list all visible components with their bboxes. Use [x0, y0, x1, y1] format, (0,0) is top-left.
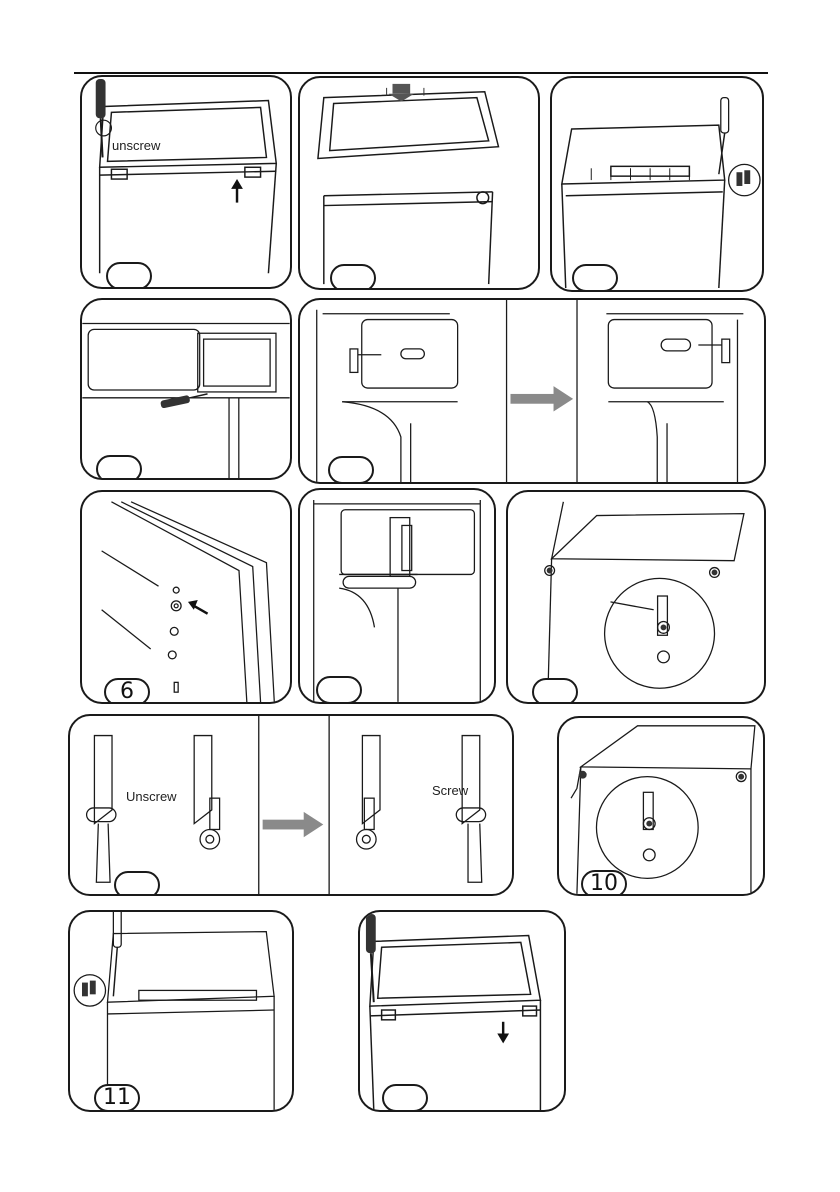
up-arrow-icon: [231, 179, 243, 203]
step-2-panel: [298, 76, 540, 290]
down-arrow-icon: [497, 1022, 509, 1044]
step-1-panel: unscrew: [80, 75, 292, 289]
lift-top-cover-illustration: [300, 78, 538, 288]
step-1-number: [106, 262, 152, 289]
hinge-pin-icon: [547, 568, 718, 631]
step-2-number: [330, 264, 376, 290]
door-side-plugs-illustration: [82, 492, 290, 702]
door-hinge-removal-illustration: [82, 300, 290, 478]
step-11-number: 11: [94, 1084, 140, 1112]
step-12-number: [382, 1084, 428, 1112]
reinstall-hinge-screw-illustration: [70, 912, 292, 1110]
step-6-panel: 6: [80, 490, 292, 704]
screwdriver-icon: [113, 912, 121, 996]
fridge-top-unscrew-illustration: [82, 77, 290, 287]
screw-wrench-label: Screw: [432, 783, 468, 798]
step-8-panel: [506, 490, 766, 704]
lift-arrows-icon: [387, 84, 424, 102]
step-5-number: [328, 456, 374, 484]
screwdriver-icon: [160, 394, 207, 409]
step-6-number: 6: [104, 678, 150, 704]
hinge-detail-icon: [729, 164, 760, 195]
remove-hinge-screw-illustration: [552, 78, 762, 290]
step-8-number: [532, 678, 578, 704]
install-hinge-other-side-illustration: [559, 718, 763, 894]
right-arrow-icon: [263, 812, 324, 837]
refit-top-cover-illustration: [360, 912, 564, 1110]
step-9-number: [114, 871, 160, 896]
step-4-number: [96, 455, 142, 480]
handle-swap-illustration: [300, 490, 494, 702]
step-11-panel: 11: [68, 910, 294, 1112]
move-handle-illustration: [300, 300, 764, 482]
step-7-number: [316, 676, 362, 704]
hinge-detail-icon: [74, 975, 105, 1006]
top-rule: [74, 72, 768, 74]
step-5-panel: [298, 298, 766, 484]
step-7-panel: [298, 488, 496, 704]
step-10-panel: 10: [557, 716, 765, 896]
bottom-hinge-detail-illustration: [508, 492, 764, 702]
right-arrow-icon: [510, 386, 573, 411]
step-3-number: [572, 264, 618, 292]
step-3-panel: [550, 76, 764, 292]
step-4-panel: [80, 298, 292, 480]
unscrew-wrench-label: Unscrew: [126, 789, 177, 804]
hinge-pin-swap-illustration: [70, 716, 512, 894]
pointer-arrow-icon: [188, 600, 208, 614]
step-12-panel: [358, 910, 566, 1112]
step-9-panel: Unscrew Screw: [68, 714, 514, 896]
step-10-number: 10: [581, 870, 627, 896]
unscrew-label: unscrew: [112, 138, 160, 153]
